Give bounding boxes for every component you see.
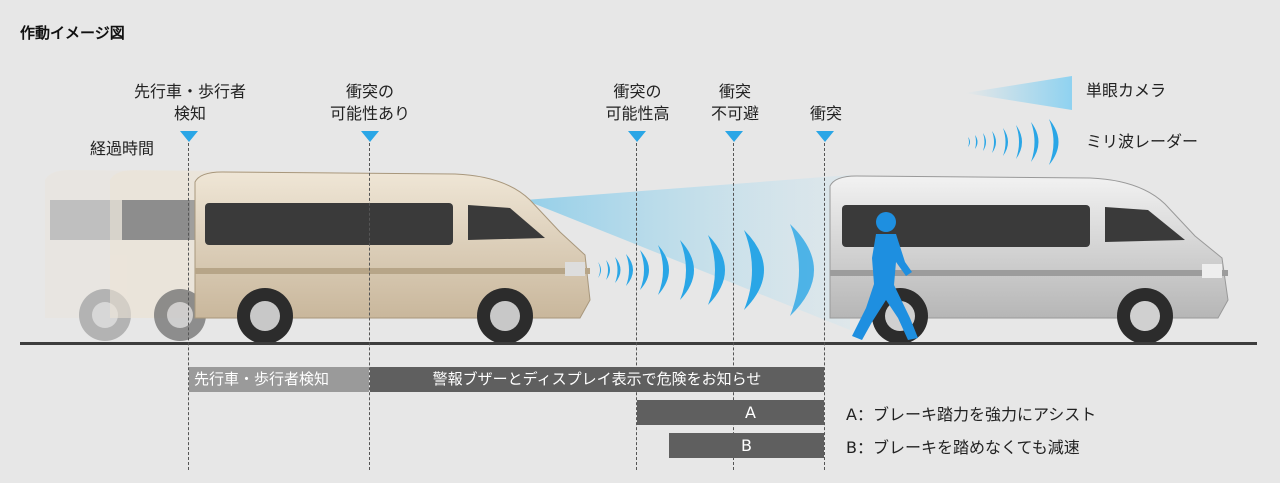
- camera-beam-icon: [965, 76, 1072, 110]
- event-marker-possible: [361, 131, 379, 142]
- note-a: A：ブレーキ踏力を強力にアシスト: [846, 405, 1097, 424]
- event-marker-detect: [180, 131, 198, 142]
- event-label-collision: 衝突: [809, 104, 842, 123]
- bar-detect: 先行車・歩行者検知: [189, 367, 369, 392]
- event-marker-unavoidable: [725, 131, 743, 142]
- radar-waves: [598, 224, 814, 316]
- pedestrian: [852, 212, 918, 340]
- bar-warning: 警報ブザーとディスプレイ表示で危険をお知らせ: [370, 367, 824, 392]
- legend-camera-label: 単眼カメラ: [1086, 81, 1167, 100]
- ground-line: [20, 342, 1257, 345]
- event-label-detect: 先行車・歩行者検知: [133, 82, 246, 123]
- event-line-collision: [824, 143, 825, 470]
- event-line-detect: [188, 143, 189, 470]
- radar-waves-icon: [968, 119, 1059, 165]
- event-label-possible: 衝突の可能性あり: [329, 82, 410, 123]
- bar-a: A: [637, 400, 824, 425]
- event-marker-collision: [816, 131, 834, 142]
- event-marker-high: [628, 131, 646, 142]
- event-line-unavoidable: [733, 143, 734, 470]
- event-label-high: 衝突の可能性高: [605, 82, 670, 123]
- page-title: 作動イメージ図: [20, 24, 125, 42]
- note-b: B：ブレーキを踏めなくても減速: [846, 438, 1080, 457]
- elapsed-time-label: 経過時間: [90, 139, 155, 158]
- legend-radar-label: ミリ波レーダー: [1086, 132, 1199, 151]
- gold-van: [194, 171, 591, 344]
- event-line-possible: [369, 143, 370, 470]
- event-label-unavoidable: 衝突不可避: [710, 82, 759, 123]
- bar-b: B: [669, 433, 824, 458]
- event-line-high: [636, 143, 637, 470]
